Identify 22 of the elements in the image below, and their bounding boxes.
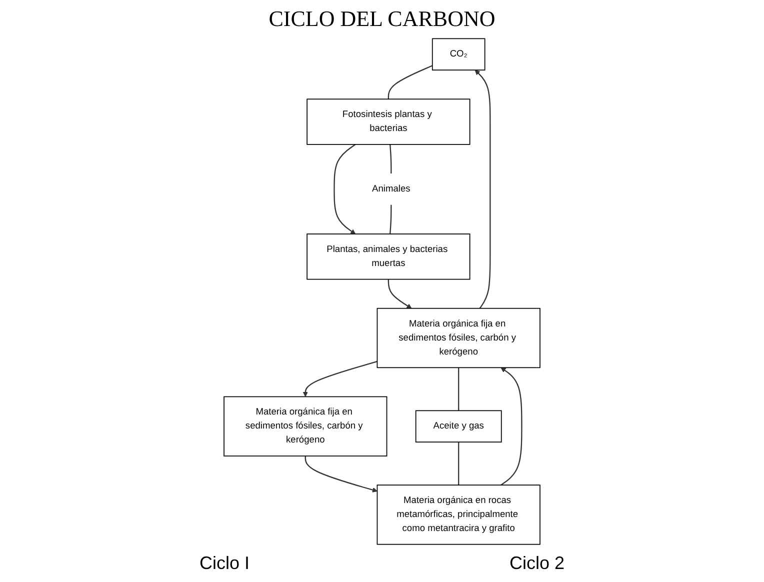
node-box: Fotosintesis plantas y bacterias [306,98,470,145]
connector [390,204,392,234]
arrow [388,279,412,309]
connector [388,65,433,100]
node-box: Plantas, animales y bacterias muertas [306,234,470,280]
node-box: Materia orgánica fija en sedimentos fósiles, carbón y kerógeno [224,396,388,456]
node-text: Animales [372,184,410,194]
arrow [474,70,491,309]
node-box: CO₂ [432,38,486,70]
connector [458,442,460,486]
arrow [500,367,522,486]
arrow [334,144,356,234]
arrow [304,456,378,492]
cycle-label: Ciclo 2 [509,553,565,574]
connector [390,144,392,174]
arrow [302,360,378,397]
diagram-title: CICLO DEL CARBONO [268,6,496,32]
connector [458,368,460,411]
cycle-label: Ciclo I [199,553,250,574]
node-box: Materia orgánica en rocas metamórficas, principalmente como metantracira y grafito [376,484,540,545]
node-box: Aceite y gas [415,410,502,442]
node-box: Materia orgánica fija en sedimentos fósiles, carbón y kerógeno [376,308,540,368]
